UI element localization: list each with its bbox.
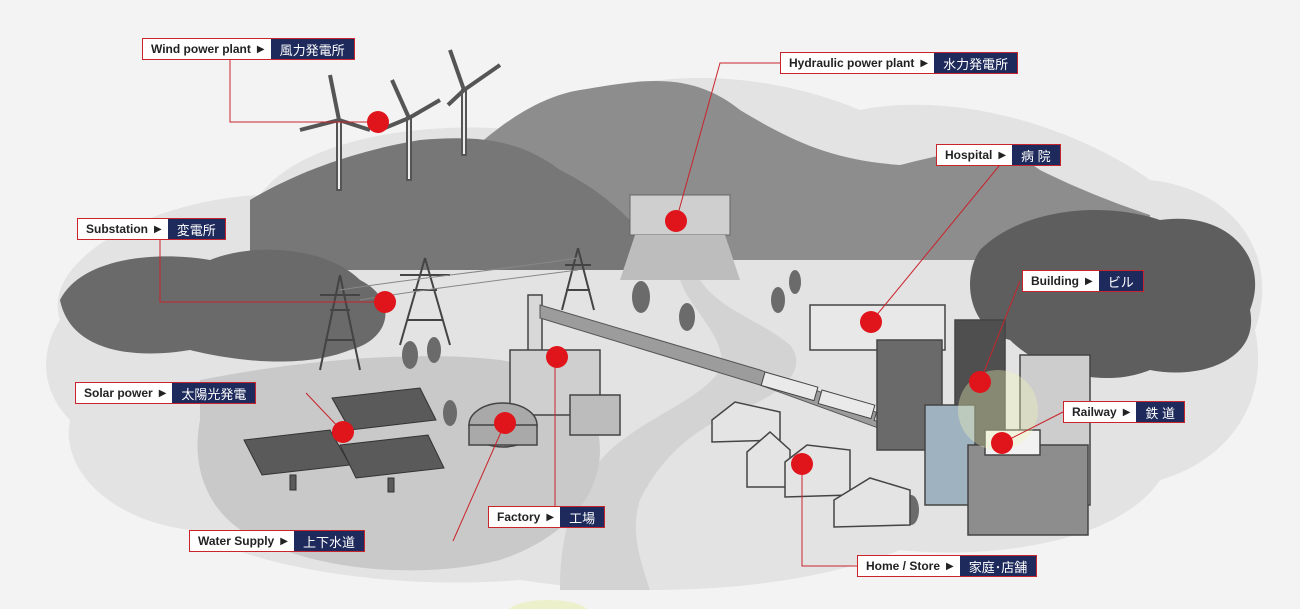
- label-en: Hydraulic power plant: [789, 56, 915, 70]
- arrow-right-icon: ▶: [158, 387, 167, 399]
- marker-home: [791, 453, 813, 475]
- arrow-right-icon: ▶: [280, 535, 288, 547]
- label-jp: 太陽光発電: [172, 383, 256, 403]
- label-jp: 家庭･店舗: [959, 556, 1037, 576]
- label-en: Water Supply: [198, 534, 275, 548]
- arrow-right-icon: ▶: [1085, 275, 1093, 287]
- label-wind-power-plant[interactable]: Wind power plant ▶ 風力発電所: [142, 38, 355, 60]
- river: [560, 280, 797, 590]
- dam-waterfall: [620, 235, 740, 280]
- label-en: Hospital: [945, 148, 993, 162]
- buildings: [809, 304, 1091, 536]
- marker-factory: [546, 346, 568, 368]
- right-cloud-dark: [970, 210, 1256, 379]
- label-en: Railway: [1072, 405, 1117, 419]
- arrow-right-icon: ▶: [1122, 406, 1131, 418]
- marker-wind: [367, 111, 389, 133]
- arrow-right-icon: ▶: [546, 511, 555, 523]
- label-jp: 変電所: [167, 219, 225, 239]
- marker-solar: [332, 421, 354, 443]
- label-jp: ビル: [1098, 271, 1143, 291]
- label-jp: 鉄 道: [1136, 402, 1185, 422]
- label-railway[interactable]: Railway ▶ 鉄 道: [1063, 401, 1186, 423]
- marker-railway: [991, 432, 1013, 454]
- solar-panels: [243, 387, 445, 493]
- label-en: Home / Store: [866, 559, 941, 573]
- label-jp: 工場: [560, 507, 605, 527]
- marker-hydraulic: [665, 210, 687, 232]
- marker-water: [494, 412, 516, 434]
- marker-substation: [374, 291, 396, 313]
- label-home-store[interactable]: Home / Store ▶ 家庭･店舗: [857, 555, 1038, 577]
- label-solar-power[interactable]: Solar power ▶ 太陽光発電: [75, 382, 257, 404]
- arrow-right-icon: ▶: [920, 57, 929, 69]
- label-substation[interactable]: Substation ▶ 変電所: [77, 218, 226, 240]
- arrow-right-icon: ▶: [946, 560, 954, 572]
- markers: [332, 111, 1013, 475]
- bottom-glow: [509, 600, 587, 609]
- label-jp: 風力発電所: [270, 39, 354, 59]
- label-en: Solar power: [84, 386, 153, 400]
- arrow-right-icon: ▶: [998, 149, 1007, 161]
- label-jp: 上下水道: [293, 531, 364, 551]
- wind-turbines: [299, 49, 502, 191]
- left-cloud-dark: [60, 249, 386, 362]
- label-hospital[interactable]: Hospital ▶ 病 院: [936, 144, 1061, 166]
- label-water-supply[interactable]: Water Supply ▶ 上下水道: [189, 530, 365, 552]
- arrow-right-icon: ▶: [256, 43, 265, 55]
- label-jp: 水力発電所: [934, 53, 1018, 73]
- marker-building: [969, 371, 991, 393]
- label-hydraulic-power-plant[interactable]: Hydraulic power plant ▶ 水力発電所: [780, 52, 1019, 74]
- label-en: Building: [1031, 274, 1079, 288]
- marker-hospital: [860, 311, 882, 333]
- arrow-right-icon: ▶: [154, 223, 162, 235]
- left-hill: [250, 138, 640, 270]
- label-jp: 病 院: [1012, 145, 1060, 165]
- label-en: Factory: [497, 510, 541, 524]
- label-en: Substation: [86, 222, 148, 236]
- label-en: Wind power plant: [151, 42, 251, 56]
- label-building[interactable]: Building ▶ ビル: [1022, 270, 1144, 292]
- label-factory[interactable]: Factory ▶ 工場: [488, 506, 606, 528]
